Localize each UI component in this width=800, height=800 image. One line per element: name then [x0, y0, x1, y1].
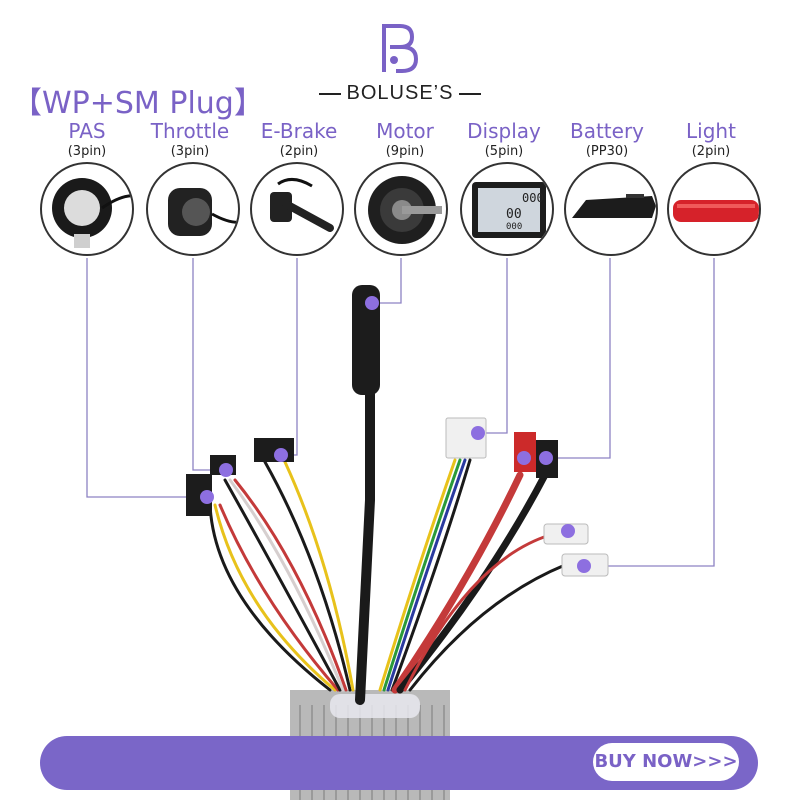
motor-circle — [354, 162, 448, 256]
component-label-light: Light — [686, 119, 736, 143]
component-pins-throttle: (3pin) — [170, 144, 210, 159]
lcd-display-icon: 000 00 000 — [472, 182, 546, 238]
display-circle: 000 00 000 — [460, 162, 554, 256]
plug-title: 【WP+SM Plug】 — [12, 86, 264, 121]
connectors — [186, 285, 609, 577]
component-pins-ebrake: (2pin) — [279, 144, 319, 159]
brand-name-text: BOLUSE’S — [346, 82, 454, 104]
component-label-battery: Battery — [569, 119, 645, 143]
display-row-3: 000 — [506, 222, 522, 232]
leader-lines — [86, 258, 715, 567]
brand-logo — [382, 24, 419, 73]
pas-sensor-icon — [52, 178, 132, 248]
buy-now-button[interactable]: BUY NOW>>> — [593, 743, 739, 781]
component-pins-motor: (9pin) — [385, 144, 425, 159]
component-label-pas: PAS — [68, 119, 106, 143]
component-label-motor: Motor — [376, 119, 434, 143]
connector-markers — [200, 296, 591, 573]
throttle-circle — [146, 162, 240, 256]
brand-name: BOLUSE’S — [0, 82, 800, 105]
component-label-throttle: Throttle — [150, 119, 230, 143]
wires — [208, 325, 567, 705]
light-circle — [667, 162, 761, 256]
component-label-ebrake: E-Brake — [260, 119, 338, 143]
battery-icon — [572, 194, 656, 218]
component-pins-battery: (PP30) — [585, 144, 629, 159]
ebrake-circle — [250, 162, 344, 256]
display-row-2: 00 — [506, 207, 522, 222]
brake-lever-icon — [270, 178, 334, 232]
component-pins-pas: (3pin) — [67, 144, 107, 159]
component-pins-display: (5pin) — [484, 144, 524, 159]
display-row-1: 000 — [522, 191, 544, 205]
pas-sensor-circle — [40, 162, 134, 256]
component-pins-light: (2pin) — [691, 144, 731, 159]
component-label-display: Display — [467, 119, 541, 143]
hub-motor-icon — [368, 176, 442, 244]
tail-light-icon — [673, 200, 759, 222]
battery-circle — [564, 162, 658, 256]
throttle-icon — [168, 188, 238, 236]
